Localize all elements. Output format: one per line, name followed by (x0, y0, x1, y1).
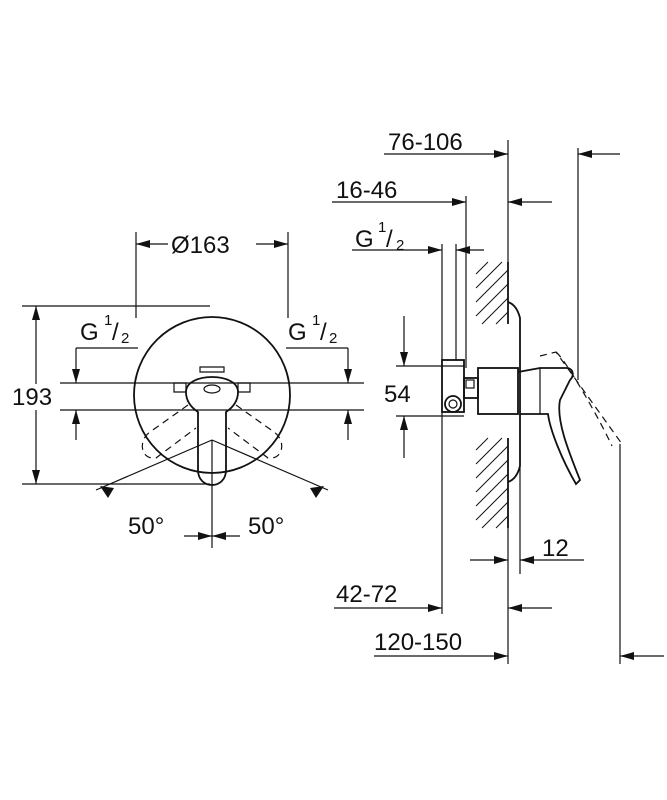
port-left-den: 2 (121, 330, 129, 347)
diameter-label: Ø163 (171, 232, 230, 259)
port-left-num: 1 (104, 312, 112, 329)
angle-left-label: 50° (128, 513, 164, 540)
side-port-slash: / (386, 226, 393, 253)
cover-plate-profile (507, 301, 521, 483)
side-port-dimension: G 1 / 2 (352, 219, 484, 360)
angle-right-label: 50° (248, 513, 284, 540)
side-port-base: G (355, 226, 374, 253)
port-right-slash: / (320, 319, 327, 346)
port-left-slash: / (112, 319, 119, 346)
dim-120-150: 120-150 (374, 444, 664, 664)
port-right-dimension: G 1 / 2 (286, 312, 352, 440)
rotated-handle-positions (141, 404, 283, 459)
dim-120-150-label: 120-150 (374, 629, 462, 656)
port-left-base: G (80, 319, 99, 346)
dim-54: 54 (384, 316, 464, 458)
side-port-num: 1 (378, 219, 386, 236)
wall-section-bottom (475, 437, 509, 529)
dim-16-46: 16-46 (332, 177, 552, 368)
valve-body (441, 359, 519, 415)
dim-42-72-label: 42-72 (336, 581, 397, 608)
port-left-dimension: G 1 / 2 (72, 312, 138, 440)
dim-12-label: 12 (542, 535, 569, 562)
port-right-num: 1 (312, 312, 320, 329)
side-port-den: 2 (396, 237, 404, 254)
diameter-dimension: Ø163 (135, 232, 289, 318)
dim-12: 12 (470, 466, 584, 574)
side-view: 76-106 16-46 G 1 / 2 (332, 129, 664, 664)
dim-76-106-label: 76-106 (388, 129, 463, 156)
dim-42-72: 42-72 (334, 412, 552, 664)
port-right-base: G (288, 319, 307, 346)
wall-section-top (475, 261, 509, 325)
angle-dimension: 50° 50° (95, 439, 329, 548)
height-label: 193 (12, 384, 52, 411)
dim-16-46-label: 16-46 (336, 177, 397, 204)
port-right-den: 2 (329, 330, 337, 347)
dim-54-label: 54 (384, 381, 411, 408)
height-dimension: 193 (12, 305, 210, 485)
front-view: Ø163 193 G 1 / 2 (12, 232, 364, 548)
dim-76-106: 76-106 (384, 129, 620, 380)
lever-side (517, 351, 623, 486)
